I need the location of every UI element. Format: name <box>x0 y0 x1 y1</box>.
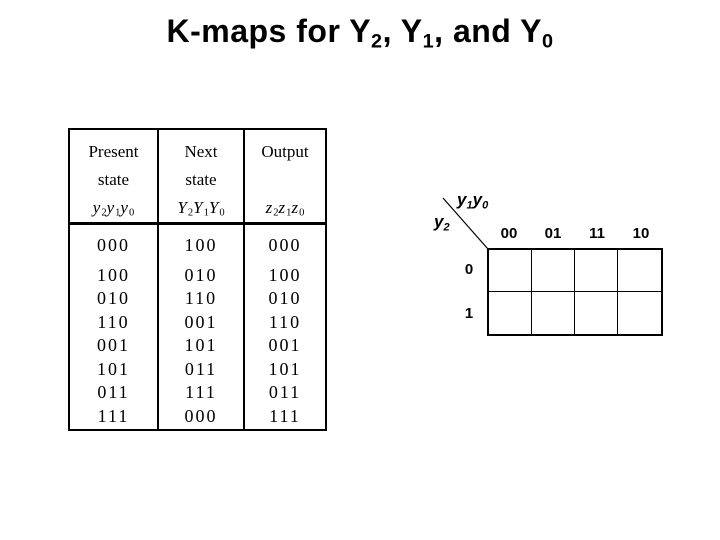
table-cell-present: 110 <box>97 311 130 332</box>
kmap-column-label: 00 <box>500 225 518 242</box>
table-cell-present: 000 <box>97 235 130 255</box>
table-cell-output: 010 <box>268 288 302 308</box>
table-header-text: Next <box>184 142 218 161</box>
table-cell-next: 111 <box>185 382 217 402</box>
kmap-column-labels: 00 01 11 10 <box>487 225 663 242</box>
kmap-column-label: 10 <box>632 225 650 242</box>
kmap-cell-r1c2 <box>575 292 618 334</box>
table-header-text: state <box>97 170 130 189</box>
table-header-variables: y2y1y0 <box>92 198 135 219</box>
table-cell-next: 101 <box>184 335 218 355</box>
table-header-output: Output z2z1z0 <box>245 130 325 225</box>
table-header-text: Output <box>261 142 309 161</box>
table-cell-output: 011 <box>268 382 302 402</box>
table-cell-next: 000 <box>184 405 218 426</box>
kmap-cell-r0c0 <box>489 250 532 292</box>
kmap-column-label: 01 <box>544 225 562 242</box>
kmap-row-label: 0 <box>464 261 474 278</box>
table-cell-present: 011 <box>97 382 130 402</box>
table-header-present: Present state y2y1y0 <box>70 130 157 225</box>
table-cell-output: 101 <box>268 358 302 379</box>
slide-title: K-maps for Y2, Y1, and Y0 <box>166 13 554 53</box>
table-cell-present: 001 <box>97 335 130 355</box>
table-cell-output: 000 <box>268 235 302 255</box>
kmap-cell-r1c1 <box>532 292 575 334</box>
table-cell-next: 011 <box>184 358 218 379</box>
kmap-cell-r1c0 <box>489 292 532 334</box>
table-header-text: Present <box>88 142 139 161</box>
table-cell-next: 100 <box>184 235 218 255</box>
table-column-present: Present state y2y1y0 000 100 010 110 001 101 011 1… <box>70 130 157 429</box>
kmap-column-variables-label: y1y0 <box>457 190 489 212</box>
table-cell-output: 001 <box>268 335 302 355</box>
table-cell-output: 110 <box>268 311 302 332</box>
table-cell-output: 100 <box>268 264 302 285</box>
state-table: Present state y2y1y0 000 100 010 110 001 101 011 1… <box>68 128 327 431</box>
table-header-variables: z2z1z0 <box>265 198 305 219</box>
kmap-cell-r1c3 <box>618 292 661 334</box>
kmap-column-label: 11 <box>589 225 605 242</box>
kmap-cell-r0c2 <box>575 250 618 292</box>
table-header-separator <box>70 222 325 225</box>
table-cell-output: 111 <box>269 405 301 426</box>
kmap-diagonal-line <box>442 197 488 249</box>
table-header-variables: Y2Y1Y0 <box>177 198 225 219</box>
table-cell-next: 001 <box>184 311 218 332</box>
table-header-text <box>245 166 325 194</box>
table-cell-next: 110 <box>184 288 218 308</box>
table-cell-next: 010 <box>184 264 218 285</box>
kmap-cell-r0c3 <box>618 250 661 292</box>
table-cell-present: 010 <box>97 288 130 308</box>
kmap-row-variable-label: y2 <box>434 212 450 234</box>
table-cell-present: 100 <box>97 264 130 285</box>
table-cell-present: 101 <box>97 358 130 379</box>
kmap-grid <box>487 248 663 336</box>
table-cell-present: 111 <box>97 405 130 426</box>
kmap-row-label: 1 <box>464 305 474 322</box>
table-header-text: state <box>185 170 217 189</box>
table-column-output: Output z2z1z0 000 100 010 110 001 101 011 111 <box>243 130 325 429</box>
kmap-cell-r0c1 <box>532 250 575 292</box>
